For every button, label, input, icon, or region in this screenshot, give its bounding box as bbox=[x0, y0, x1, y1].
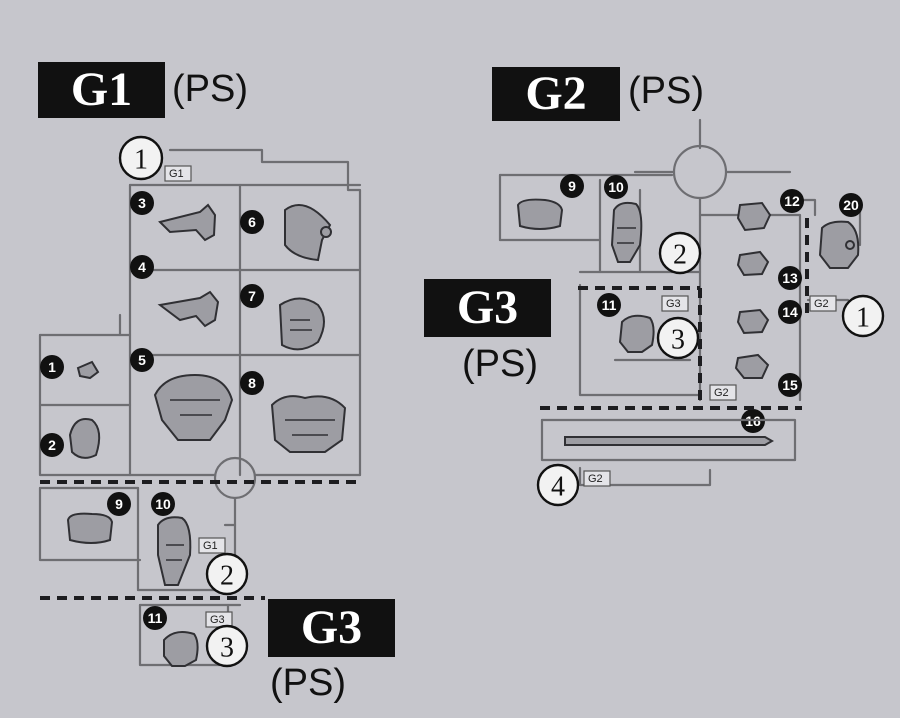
part-number-7: 7 bbox=[240, 284, 264, 308]
part-number-8: 8 bbox=[240, 371, 264, 395]
part-number-9-right: 9 bbox=[560, 174, 584, 198]
svg-text:8: 8 bbox=[248, 375, 256, 391]
part-14-shape bbox=[736, 308, 770, 335]
part-number-11-right: 11 bbox=[597, 293, 621, 317]
svg-text:11: 11 bbox=[148, 610, 163, 626]
g1-parts bbox=[68, 203, 347, 459]
svg-text:2: 2 bbox=[220, 561, 234, 592]
part-number-4: 4 bbox=[130, 255, 154, 279]
part-10-right-shape bbox=[610, 201, 643, 263]
svg-text:10: 10 bbox=[155, 496, 171, 512]
svg-text:1: 1 bbox=[134, 145, 148, 176]
svg-text:2: 2 bbox=[673, 240, 687, 271]
part-4-shape bbox=[157, 290, 220, 328]
part-9-left-shape bbox=[66, 512, 114, 544]
svg-text:G2: G2 bbox=[714, 387, 729, 399]
label-g1: G1 bbox=[38, 62, 165, 118]
svg-text:G1: G1 bbox=[169, 168, 184, 180]
svg-text:G2: G2 bbox=[588, 473, 603, 485]
svg-text:15: 15 bbox=[782, 377, 798, 393]
part-number-10-left: 10 bbox=[151, 492, 175, 516]
part-1-shape bbox=[76, 360, 100, 380]
part-12-shape bbox=[736, 201, 772, 232]
part-6-shape bbox=[284, 204, 332, 262]
svg-text:G1: G1 bbox=[203, 540, 218, 552]
part-number-9-left: 9 bbox=[107, 492, 131, 516]
part-3-shape bbox=[158, 203, 217, 242]
svg-text:G3: G3 bbox=[666, 298, 681, 310]
g3-left-runner-number-3: 3 bbox=[205, 624, 249, 668]
part-16-shape bbox=[564, 436, 775, 446]
part-11-right-shape bbox=[618, 314, 655, 353]
label-g2-material: (PS) bbox=[628, 70, 704, 112]
g1-runner-frame bbox=[38, 148, 362, 500]
svg-text:2: 2 bbox=[48, 437, 56, 453]
svg-text:11: 11 bbox=[602, 297, 617, 313]
svg-text:G2: G2 bbox=[814, 298, 829, 310]
part-number-1: 1 bbox=[40, 355, 64, 379]
part-number-11-left: 11 bbox=[143, 606, 167, 630]
part-5-shape bbox=[153, 373, 234, 441]
svg-text:7: 7 bbox=[248, 288, 256, 304]
part-number-12: 12 bbox=[780, 189, 804, 213]
svg-text:5: 5 bbox=[138, 352, 146, 368]
g3-left-tag: G3 bbox=[205, 611, 233, 628]
part-number-14: 14 bbox=[778, 300, 802, 324]
svg-text:3: 3 bbox=[671, 325, 685, 356]
label-g3-bottom-material: (PS) bbox=[270, 662, 346, 704]
svg-text:9: 9 bbox=[568, 178, 576, 194]
g2-runner-tag-1: G2 bbox=[809, 295, 837, 312]
label-g3-right-material: (PS) bbox=[462, 343, 538, 385]
part-10-left-shape bbox=[157, 516, 192, 586]
g2-runner-number-4: 4 bbox=[536, 463, 580, 507]
svg-text:3: 3 bbox=[220, 633, 234, 664]
part-13-shape bbox=[736, 250, 770, 277]
g2-runner4-frame bbox=[540, 418, 797, 487]
svg-text:6: 6 bbox=[248, 214, 256, 230]
g1-runner-number-2: 2 bbox=[205, 552, 249, 596]
svg-text:20: 20 bbox=[843, 197, 859, 213]
svg-text:3: 3 bbox=[138, 195, 146, 211]
part-20-shape bbox=[818, 220, 860, 269]
svg-text:1: 1 bbox=[856, 303, 870, 334]
svg-text:1: 1 bbox=[48, 359, 56, 375]
label-g3-bottom: G3 bbox=[268, 599, 395, 657]
g1-runner-number-1: 1 bbox=[118, 135, 164, 181]
part-2-shape bbox=[68, 418, 101, 459]
g3-right-runner-number-3: 3 bbox=[656, 316, 700, 360]
g2-runner-tag-2: G2 bbox=[709, 384, 737, 401]
g1-runner-tag: G1 bbox=[164, 165, 192, 182]
part-number-20: 20 bbox=[839, 193, 863, 217]
part-9-right-shape bbox=[516, 198, 564, 230]
g1-runner2-tag: G1 bbox=[198, 537, 226, 554]
part-number-15: 15 bbox=[778, 373, 802, 397]
label-g1-material: (PS) bbox=[172, 68, 248, 110]
label-g2: G2 bbox=[492, 67, 620, 121]
g2-runner-number-2: 2 bbox=[658, 231, 702, 275]
svg-text:14: 14 bbox=[782, 304, 798, 320]
part-8-shape bbox=[270, 395, 347, 453]
svg-text:G3: G3 bbox=[210, 614, 225, 626]
g3-right-tag: G3 bbox=[661, 295, 689, 312]
svg-text:4: 4 bbox=[138, 259, 146, 275]
svg-text:12: 12 bbox=[784, 193, 800, 209]
svg-text:10: 10 bbox=[608, 179, 624, 195]
g2-runner-number-1: 1 bbox=[841, 294, 885, 338]
part-number-3: 3 bbox=[130, 191, 154, 215]
part-number-6: 6 bbox=[240, 210, 264, 234]
svg-text:9: 9 bbox=[115, 496, 123, 512]
part-7-shape bbox=[278, 297, 325, 351]
part-number-10-right: 10 bbox=[604, 175, 628, 199]
svg-text:13: 13 bbox=[782, 270, 798, 286]
part-number-2: 2 bbox=[40, 433, 64, 457]
part-11-left-shape bbox=[163, 631, 199, 667]
label-g3-right: G3 bbox=[424, 279, 551, 337]
part-number-5: 5 bbox=[130, 348, 154, 372]
part-15-shape bbox=[734, 353, 770, 379]
part-number-13: 13 bbox=[778, 266, 802, 290]
svg-text:4: 4 bbox=[551, 472, 565, 503]
g2-runner-tag-4: G2 bbox=[583, 470, 611, 487]
